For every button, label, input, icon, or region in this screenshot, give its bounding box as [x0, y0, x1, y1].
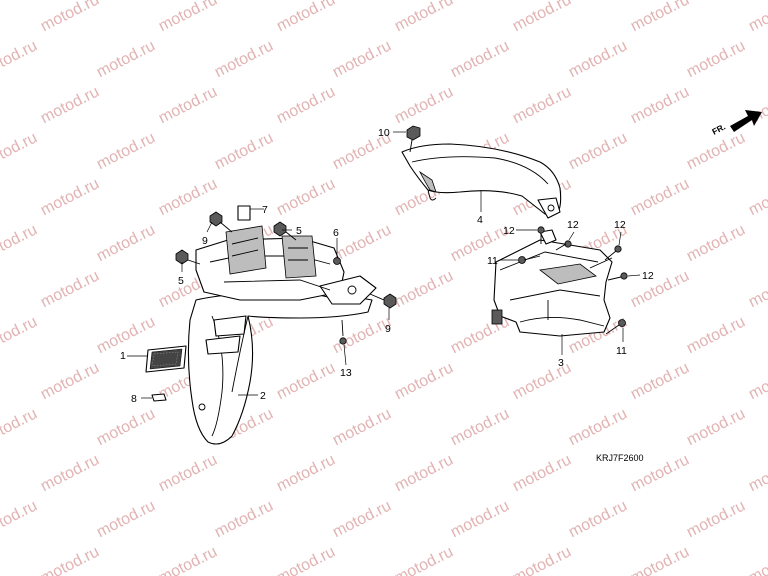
- callout-10: 10: [378, 127, 390, 139]
- fender-fasteners: [175, 205, 397, 345]
- bolt-10: [406, 125, 421, 153]
- callout-labels: 1 2 3 4 5 5 6 7 8 9 9 10 11 11 12 12 12 …: [120, 127, 654, 405]
- callout-1: 1: [120, 350, 126, 362]
- leader-lines: [127, 131, 641, 399]
- diagram-code: KRJ7F2600: [596, 453, 644, 463]
- callout-12b: 12: [567, 219, 579, 231]
- screw-12d: [607, 272, 628, 281]
- fender-upper-bracket: [195, 225, 377, 305]
- callout-12d: 12: [642, 270, 654, 282]
- part-1-reflector: [145, 345, 187, 373]
- screw-9b: [369, 293, 397, 309]
- screw-12a: [537, 226, 545, 244]
- callout-5b: 5: [296, 225, 302, 237]
- front-label: FR.: [710, 122, 727, 137]
- callout-5a: 5: [178, 275, 184, 287]
- screw-5a: [175, 249, 201, 265]
- callout-6: 6: [333, 227, 339, 239]
- callout-9a: 9: [202, 235, 208, 247]
- part-8-clip: [151, 393, 167, 402]
- callout-13: 13: [340, 367, 352, 379]
- callout-12a: 12: [503, 225, 515, 237]
- callout-9b: 9: [385, 323, 391, 335]
- screw-12b: [555, 240, 572, 251]
- part-4-rear-cover: [401, 143, 562, 219]
- part-3-inner-bracket: [491, 229, 613, 337]
- callout-12c: 12: [614, 219, 626, 231]
- callout-8: 8: [131, 393, 137, 405]
- callout-3: 3: [558, 357, 564, 369]
- callout-4: 4: [477, 214, 483, 226]
- screws-11-12: [518, 226, 628, 335]
- callout-7: 7: [262, 204, 268, 216]
- nut-6: [333, 257, 341, 265]
- callout-11a: 11: [487, 255, 498, 267]
- part-2-rear-fender: [187, 291, 373, 445]
- clip-7: [237, 205, 251, 221]
- screw-13: [339, 319, 347, 345]
- screw-9a: [209, 211, 233, 233]
- screw-5b: [273, 221, 297, 241]
- screw-11a: [518, 255, 541, 264]
- screw-11b: [605, 319, 626, 335]
- screw-12c: [604, 245, 622, 261]
- front-direction-arrow: FR.: [710, 110, 762, 137]
- callout-11b: 11: [616, 345, 627, 357]
- callout-2: 2: [260, 390, 266, 402]
